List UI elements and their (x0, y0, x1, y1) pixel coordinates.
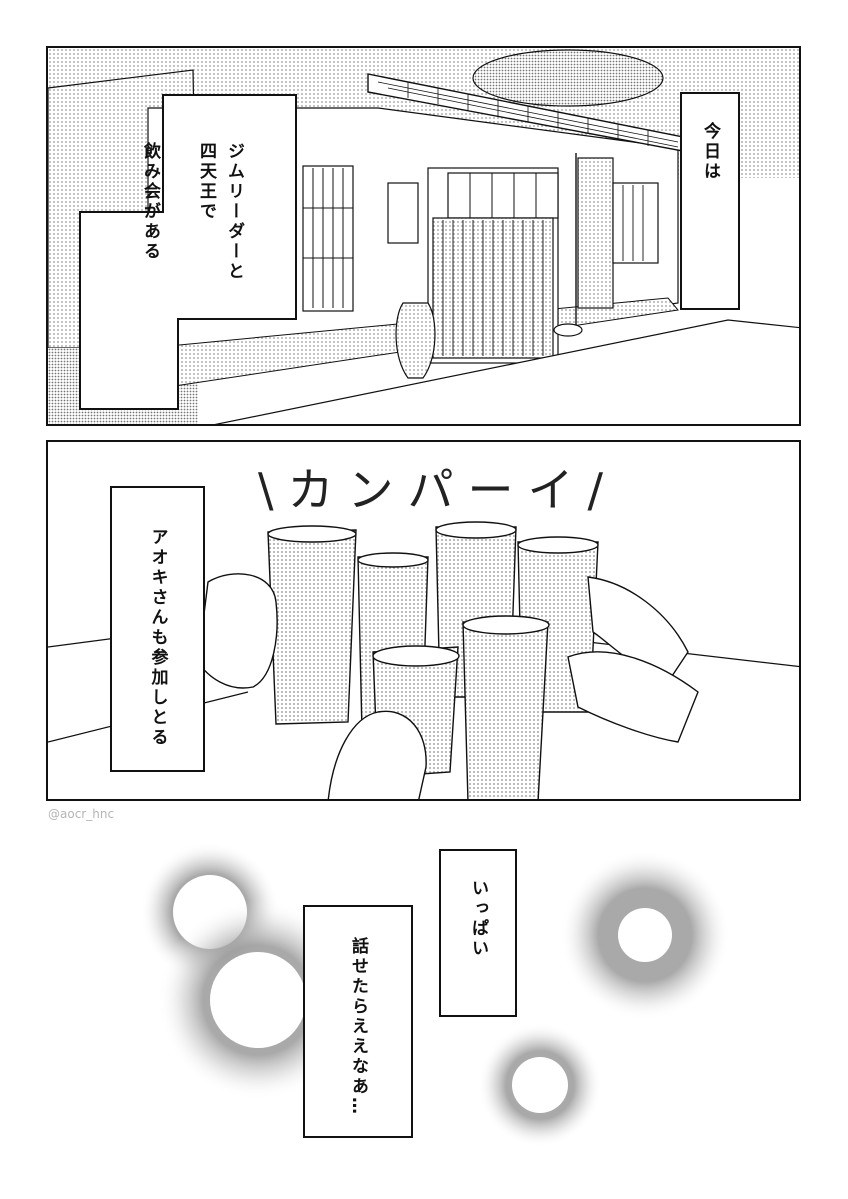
caption-box-shape (79, 94, 297, 410)
caption-box-aoki: アオキさんも参加しとる (110, 486, 205, 772)
caption-box-today: 今日は (680, 92, 740, 310)
caption-line: 四天王で (196, 142, 216, 222)
caption-text-drinking-party: ジムリーダーと 四天王で 飲み会がある (136, 142, 248, 402)
caption-line: 話せたらええなあ… (348, 937, 368, 1117)
caption-line: ジムリーダーと (224, 142, 244, 282)
panel-cheers: \カンパーイ/ アオキさんも参加しとる (46, 440, 801, 801)
sfx-kanpai: \カンパーイ/ (258, 460, 617, 520)
caption-line: いっぱい (468, 879, 488, 959)
panel-restaurant-street: 今日は ジムリーダーと 四天王で 飲み会がある (46, 46, 801, 426)
cheers-illustration (48, 521, 799, 799)
caption-text-hope: 話せたらええなあ… (344, 937, 372, 1136)
sfx-kanpai-text: \カンパーイ/ (258, 463, 617, 517)
watermark: @aocr_hnc (48, 807, 115, 821)
caption-text-lots: いっぱい (464, 879, 492, 1015)
bokeh-circles (140, 842, 730, 1147)
caption-text-today: 今日は (696, 122, 724, 308)
caption-line: アオキさんも参加しとる (147, 528, 168, 748)
caption-box-drinking-party: ジムリーダーと 四天王で 飲み会がある (78, 94, 303, 410)
caption-text-aoki: アオキさんも参加しとる (144, 528, 172, 770)
caption-line: 今日は (700, 122, 720, 182)
caption-line: 飲み会がある (140, 142, 160, 262)
caption-box-hope: 話せたらええなあ… (303, 905, 413, 1138)
caption-box-lots: いっぱい (439, 849, 517, 1017)
